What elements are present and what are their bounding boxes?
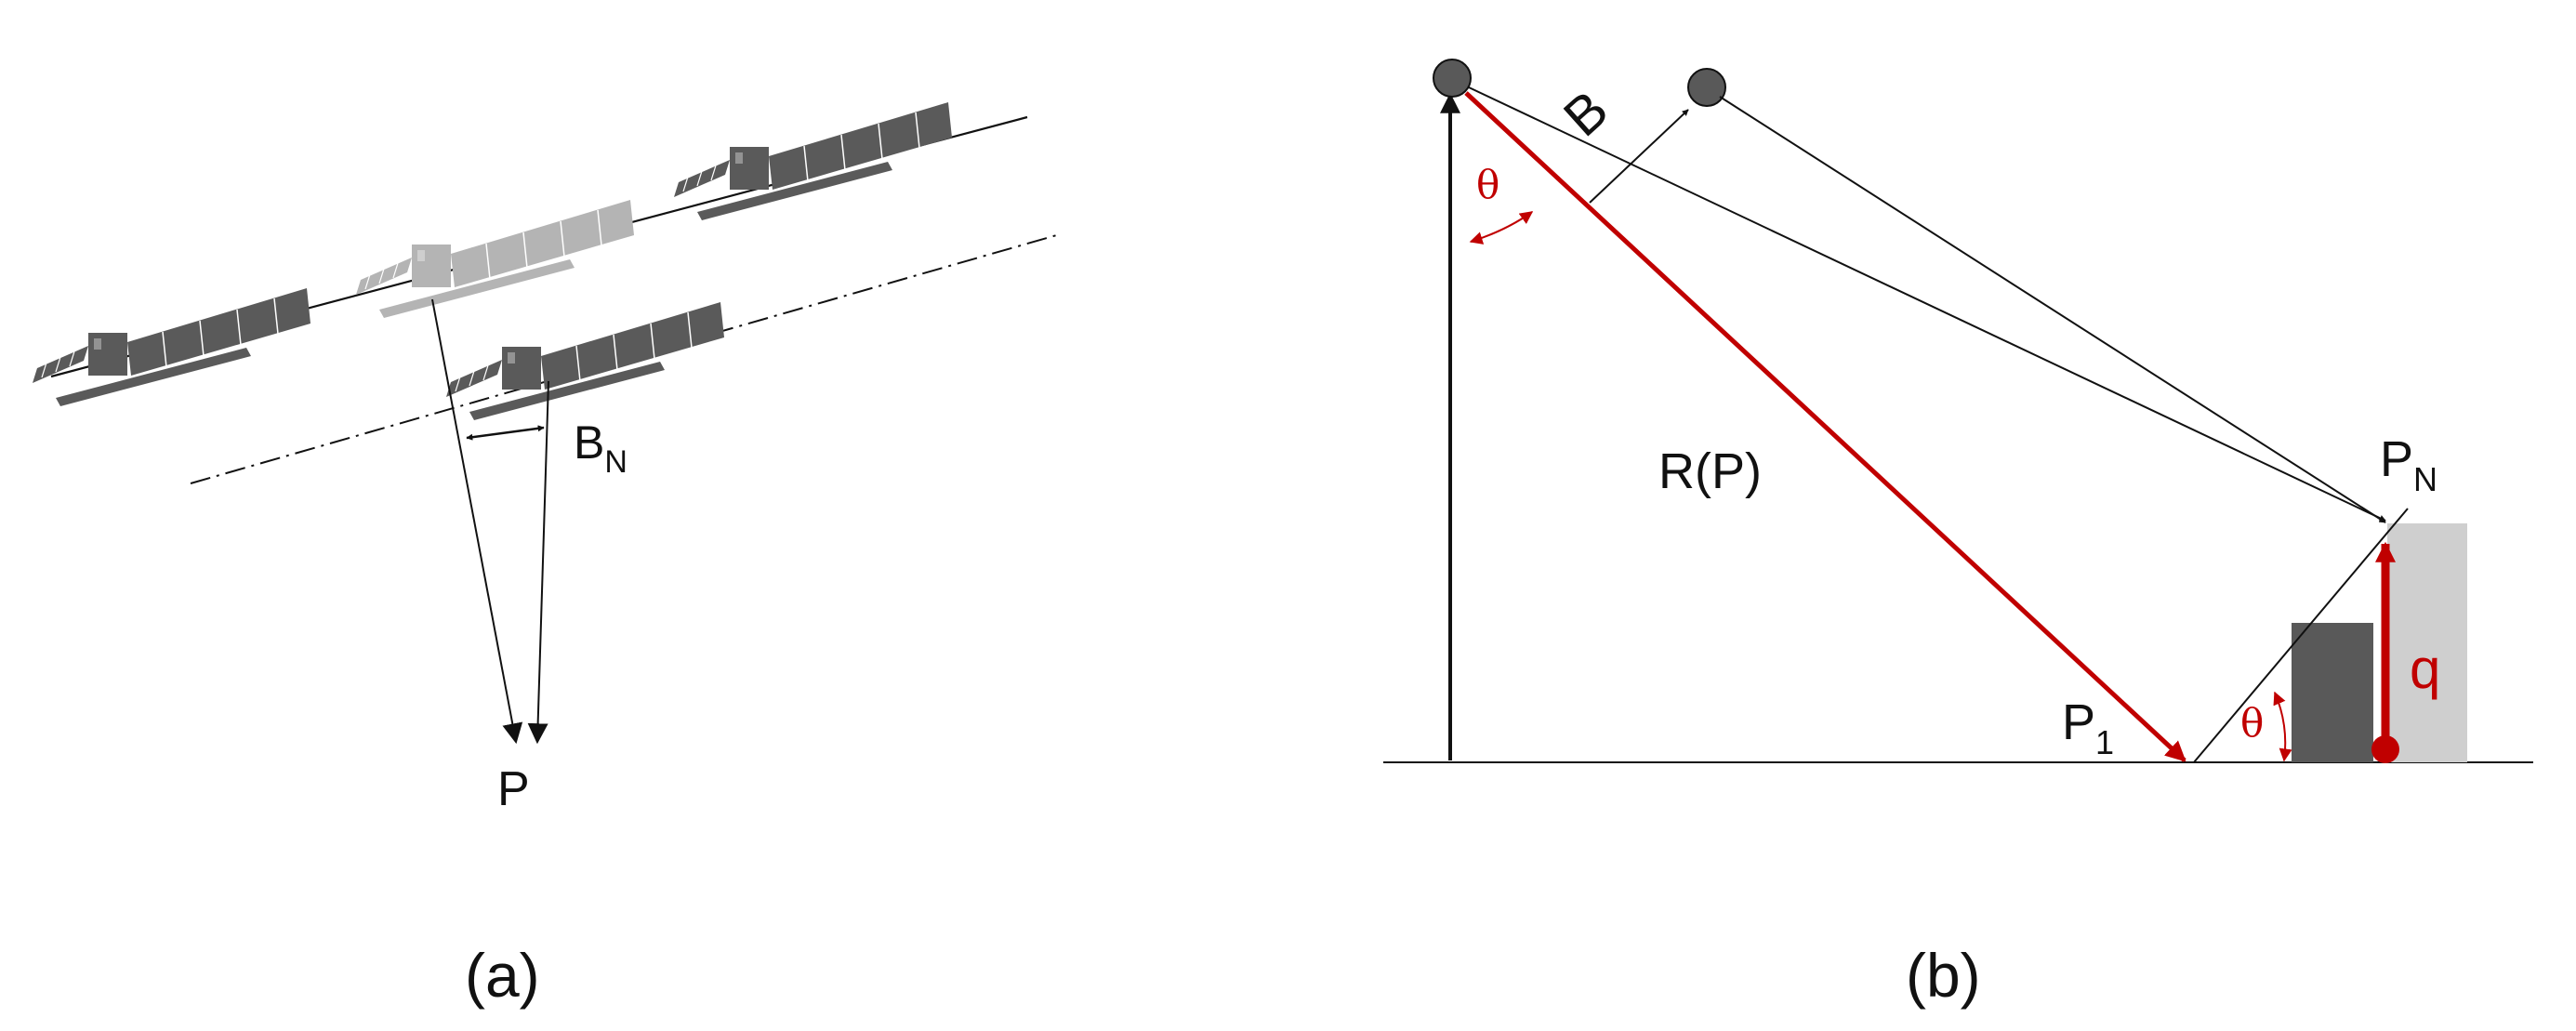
baseline-label: B: [1552, 79, 1619, 148]
height-base-dot: [2371, 735, 2399, 763]
satellite-faded-icon: [355, 199, 635, 319]
building-short: [2292, 623, 2373, 762]
panel-b-caption: (b): [1906, 941, 1981, 1010]
look-angle-arc-bottom: [2273, 691, 2292, 762]
look-angle-label-bottom: θ: [2240, 700, 2264, 746]
point-label: P: [497, 762, 530, 816]
incidence-line: [2193, 508, 2409, 763]
los-sat2-to-pn: [1719, 96, 2386, 523]
height-label: q: [2410, 638, 2440, 700]
baseline-arrow: [466, 425, 545, 441]
satellite-1-icon: [1433, 59, 1472, 98]
satellite-icon: [32, 287, 311, 407]
panel-b: B R(P) P1 PN q θ θ (b): [1383, 59, 2533, 1010]
baseline-label: BN: [574, 416, 627, 480]
satellite-icon: [445, 301, 725, 421]
pn-label: PN: [2380, 431, 2437, 498]
look-angle-arc-top: [1469, 211, 1534, 245]
panel-a-caption: (a): [465, 941, 540, 1010]
satellite-2-icon: [1687, 68, 1726, 107]
panel-a: BN P (a): [32, 101, 1061, 1010]
look-angle-label-top: θ: [1476, 162, 1499, 207]
building-tall: [2387, 523, 2467, 762]
line-of-sight-2: [527, 380, 549, 745]
line-of-sight-1: [431, 298, 523, 745]
los-sat1-to-pn: [1468, 86, 2386, 522]
baseline-arrow: [1589, 109, 1689, 204]
slant-range-arrow: [1464, 91, 2186, 762]
slant-range-label: R(P): [1658, 443, 1762, 499]
p1-label: P1: [2062, 694, 2114, 761]
satellite-icon: [673, 101, 953, 221]
